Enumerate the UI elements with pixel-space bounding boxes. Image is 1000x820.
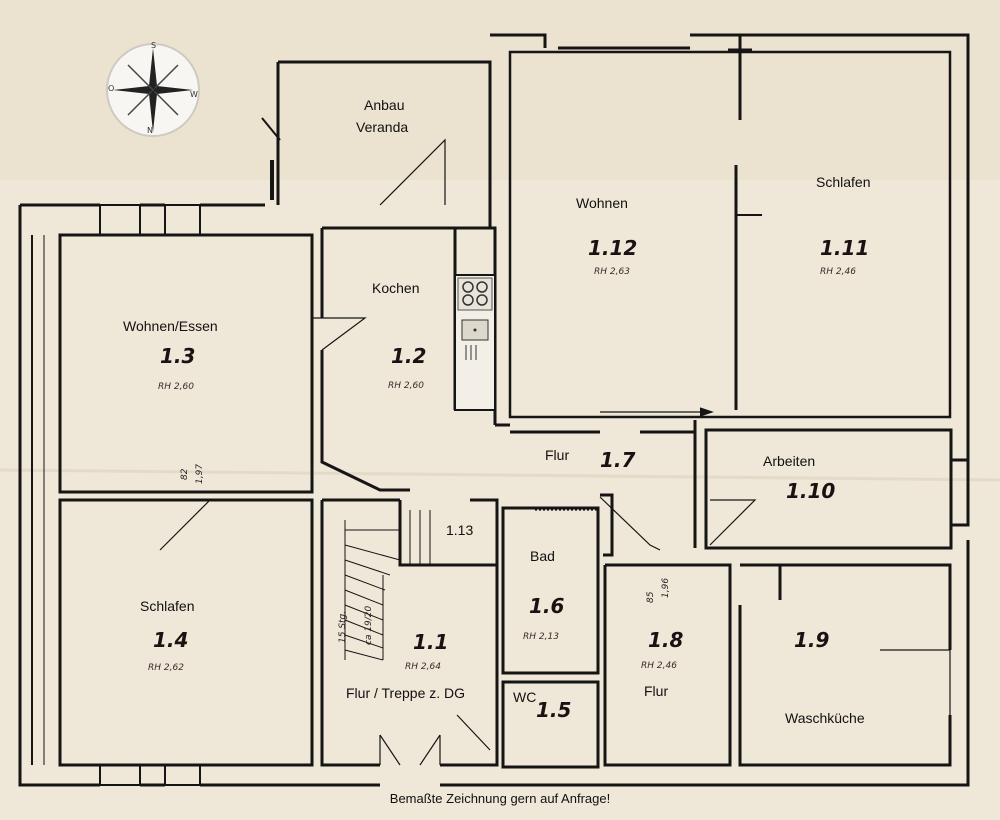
room-1-9-number: 1.9 <box>794 628 830 652</box>
room-1-1-rh: RH 2,64 <box>405 662 441 672</box>
room-1-12-rh: RH 2,63 <box>594 267 630 277</box>
room-1-3-rh: RH 2,60 <box>158 382 194 392</box>
room-1-12-name: Wohnen <box>576 195 628 211</box>
annex-line2: Veranda <box>356 119 409 135</box>
room-1-6-number: 1.6 <box>529 594 565 618</box>
walls <box>18 33 970 787</box>
room-1-7-number: 1.7 <box>600 448 636 472</box>
annex-line1: Anbau <box>364 97 405 113</box>
room-1-6-name: Bad <box>530 548 555 564</box>
room-1-7-name: Flur <box>545 447 570 463</box>
room-1-3-number: 1.3 <box>160 344 196 368</box>
door-dim2-b: 1,96 <box>661 577 671 598</box>
door-dim-a: 82 <box>180 468 190 480</box>
room-1-8-number: 1.8 <box>648 628 684 652</box>
room-1-13-number: 1.13 <box>446 522 474 538</box>
door-dim-b: 1,97 <box>195 463 205 484</box>
stairs-dim-a: 15 Stg. <box>338 610 348 643</box>
room-1-3-name: Wohnen/Essen <box>123 318 218 334</box>
room-1-2-rh: RH 2,60 <box>388 381 424 391</box>
compass-rose <box>106 43 200 137</box>
compass-s: S <box>151 41 157 50</box>
room-1-8-rh: RH 2,46 <box>641 661 677 671</box>
room-1-12-number: 1.12 <box>588 236 638 260</box>
room-1-2-name: Kochen <box>372 280 420 296</box>
room-1-11-rh: RH 2,46 <box>820 267 856 277</box>
room-1-10-number: 1.10 <box>786 479 836 503</box>
door-dim2-a: 85 <box>646 591 656 603</box>
compass-w: W <box>190 90 198 99</box>
room-1-10-name: Arbeiten <box>763 453 816 469</box>
room-1-8-name: Flur <box>644 683 669 699</box>
room-1-4-number: 1.4 <box>153 628 189 652</box>
room-1-2-number: 1.2 <box>391 344 427 368</box>
stairs-dim-b: ca 19/20 <box>364 605 374 645</box>
room-1-5-number: 1.5 <box>536 698 572 722</box>
room-1-11-number: 1.11 <box>820 236 870 260</box>
room-1-9-name: Waschküche <box>785 710 865 726</box>
room-1-5-name: WC <box>513 689 537 705</box>
room-1-1-name: Flur / Treppe z. DG <box>346 685 466 701</box>
compass-o: O <box>108 84 115 93</box>
door-swings <box>159 138 951 766</box>
room-1-6-rh: RH 2,13 <box>523 632 559 642</box>
room-1-4-rh: RH 2,62 <box>148 663 184 673</box>
room-1-1-number: 1.1 <box>413 630 449 654</box>
footer-note: Bemaßte Zeichnung gern auf Anfrage! <box>389 791 611 806</box>
room-1-4-name: Schlafen <box>140 598 195 614</box>
compass-n: N <box>147 126 153 135</box>
kitchen-appliances <box>457 277 493 360</box>
room-1-11-name: Schlafen <box>816 174 871 190</box>
